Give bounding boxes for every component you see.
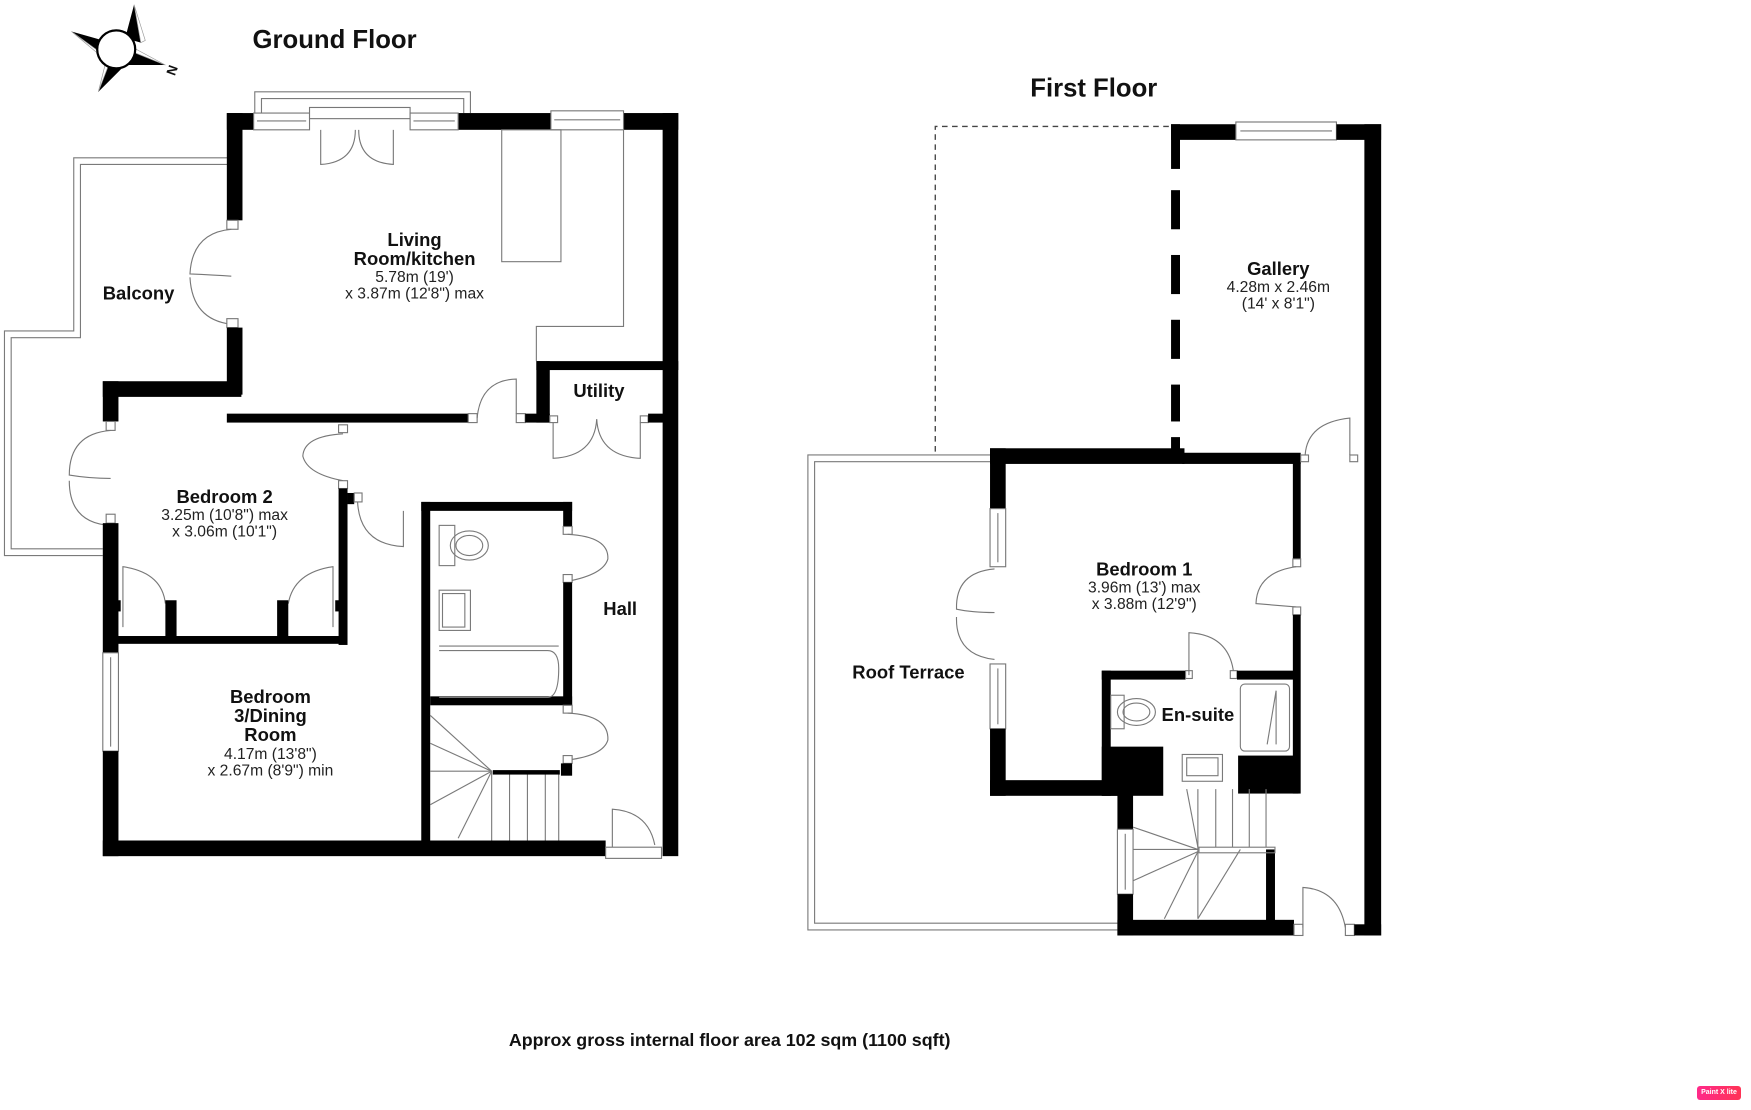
- bedroom3-name-2: 3/Dining: [234, 705, 307, 726]
- utility-label: Utility: [573, 380, 625, 401]
- gallery-dim-2: (14' x 8'1"): [1242, 296, 1315, 313]
- living-room-name-1: Living: [387, 229, 441, 250]
- bedroom3-dim-1: 4.17m (13'8"): [224, 746, 317, 763]
- bedroom2-dim-2: x 3.06m (10'1"): [172, 524, 277, 541]
- bedroom3-name-1: Bedroom: [230, 686, 311, 707]
- first-floor-plan: [807, 121, 1382, 937]
- living-room-dim-1: 5.78m (19'): [375, 269, 454, 286]
- ground-floor-plan: [3, 91, 679, 859]
- paint-x-lite-badge: Paint X lite: [1697, 1086, 1741, 1100]
- ground-floor-stairs: [429, 714, 560, 841]
- living-room-name-2: Room/kitchen: [354, 248, 476, 269]
- compass-icon: N: [71, 4, 181, 92]
- ensuite-label: En-suite: [1162, 704, 1235, 725]
- balcony-label: Balcony: [103, 283, 175, 304]
- gallery-dim-1: 4.28m x 2.46m: [1227, 279, 1330, 296]
- bedroom3-dim-2: x 2.67m (8'9") min: [208, 763, 334, 780]
- compass-north-label: N: [163, 63, 180, 77]
- first-floor-stairs: [1132, 788, 1276, 920]
- bedroom1-dim-1: 3.96m (13') max: [1088, 579, 1201, 596]
- roof-terrace-label: Roof Terrace: [852, 661, 964, 682]
- hall-label: Hall: [603, 598, 637, 619]
- bedroom3-name-3: Room: [244, 724, 296, 745]
- bedroom1-name: Bedroom 1: [1096, 559, 1192, 580]
- gallery-name: Gallery: [1247, 258, 1310, 279]
- ground-floor-title: Ground Floor: [253, 26, 417, 54]
- floor-area-note: Approx gross internal floor area 102 sqm…: [509, 1030, 951, 1050]
- bedroom2-name: Bedroom 2: [176, 486, 272, 507]
- living-room-dim-2: x 3.87m (12'8") max: [345, 286, 484, 303]
- bedroom1-dim-2: x 3.88m (12'9"): [1092, 596, 1197, 613]
- bedroom2-dim-1: 3.25m (10'8") max: [161, 507, 288, 524]
- first-floor-title: First Floor: [1030, 74, 1157, 102]
